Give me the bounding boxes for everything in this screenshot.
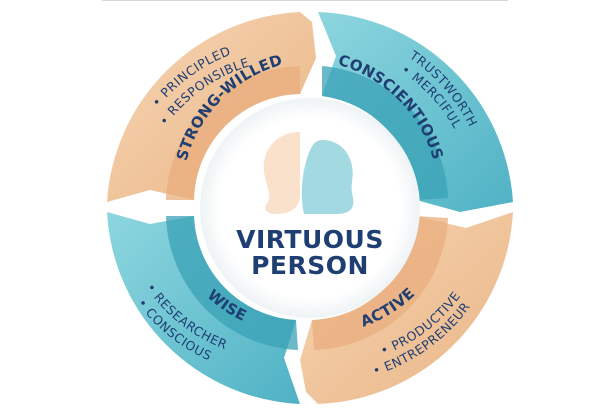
wise-band [166, 216, 298, 350]
strong-willed-band [166, 66, 300, 200]
child-silhouette-icon [263, 132, 300, 214]
active-band [312, 216, 448, 350]
adult-silhouette-icon [301, 140, 354, 214]
top-rule [102, 0, 508, 1]
segment-wise [107, 212, 300, 404]
center-title-line-1: VIRTUOUS [236, 225, 384, 254]
center-title-line-2: PERSON [251, 251, 369, 280]
conscientious-band [322, 66, 448, 200]
segment-conscientious [318, 12, 513, 212]
